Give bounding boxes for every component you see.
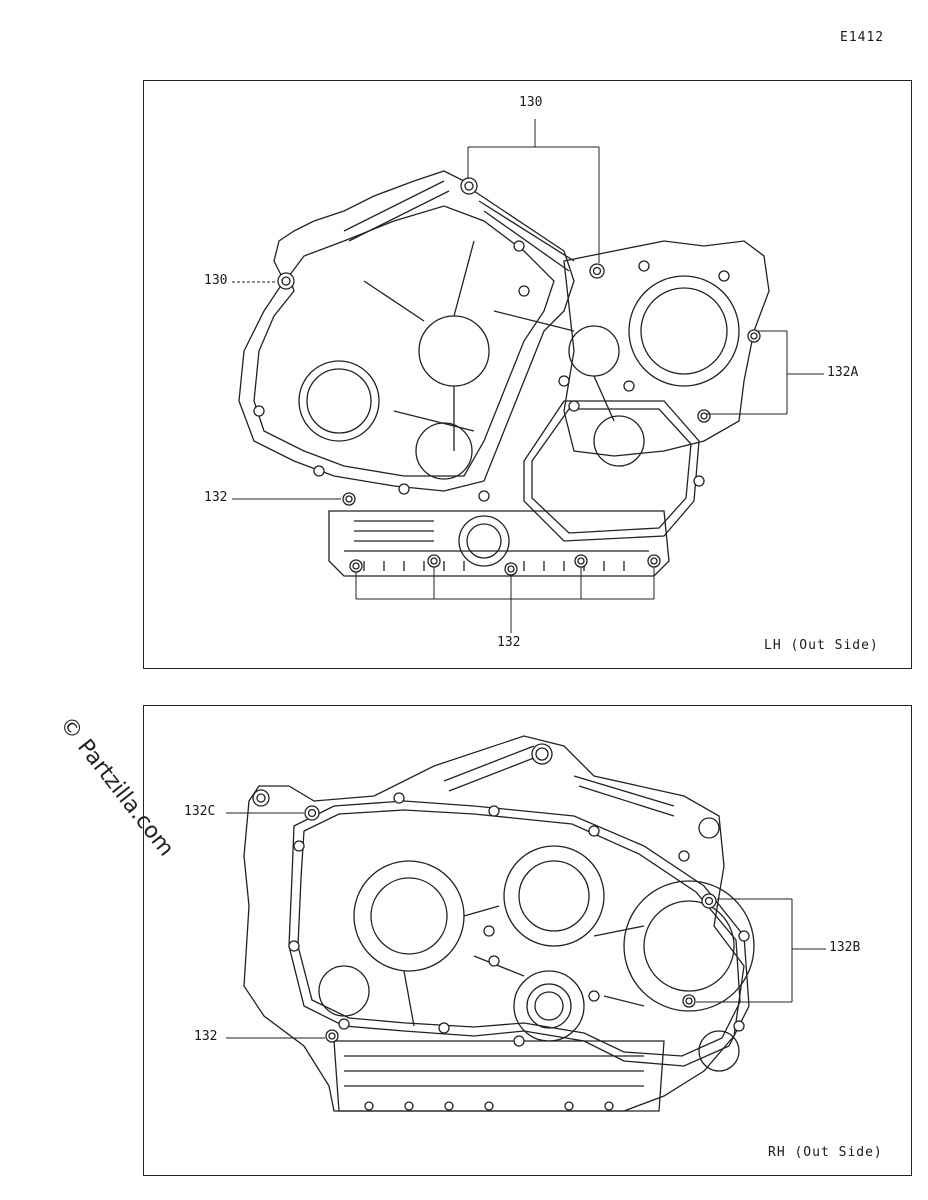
callout-132-left: 132 [193,1029,219,1044]
diagram-code: E1412 [840,30,885,45]
panel-caption-lh: LH (Out Side) [764,638,879,653]
rh-crankcase-drawing [226,735,826,1112]
panel-caption-rh: RH (Out Side) [768,1145,883,1160]
callout-130-top: 130 [518,95,544,110]
callout-132c: 132C [183,804,217,819]
callout-132-left: 132 [203,490,229,505]
callout-132b: 132B [828,940,862,955]
lh-crankcase-drawing [232,119,824,633]
callout-132-bottom: 132 [496,635,522,650]
callout-132a: 132A [826,365,860,380]
panel-rh: 132C 132B 132 RH (Out Side) [143,705,912,1176]
panel-lh: 130 130 132A 132 132 LH (Out Side) [143,80,912,669]
callout-130-left: 130 [203,273,229,288]
